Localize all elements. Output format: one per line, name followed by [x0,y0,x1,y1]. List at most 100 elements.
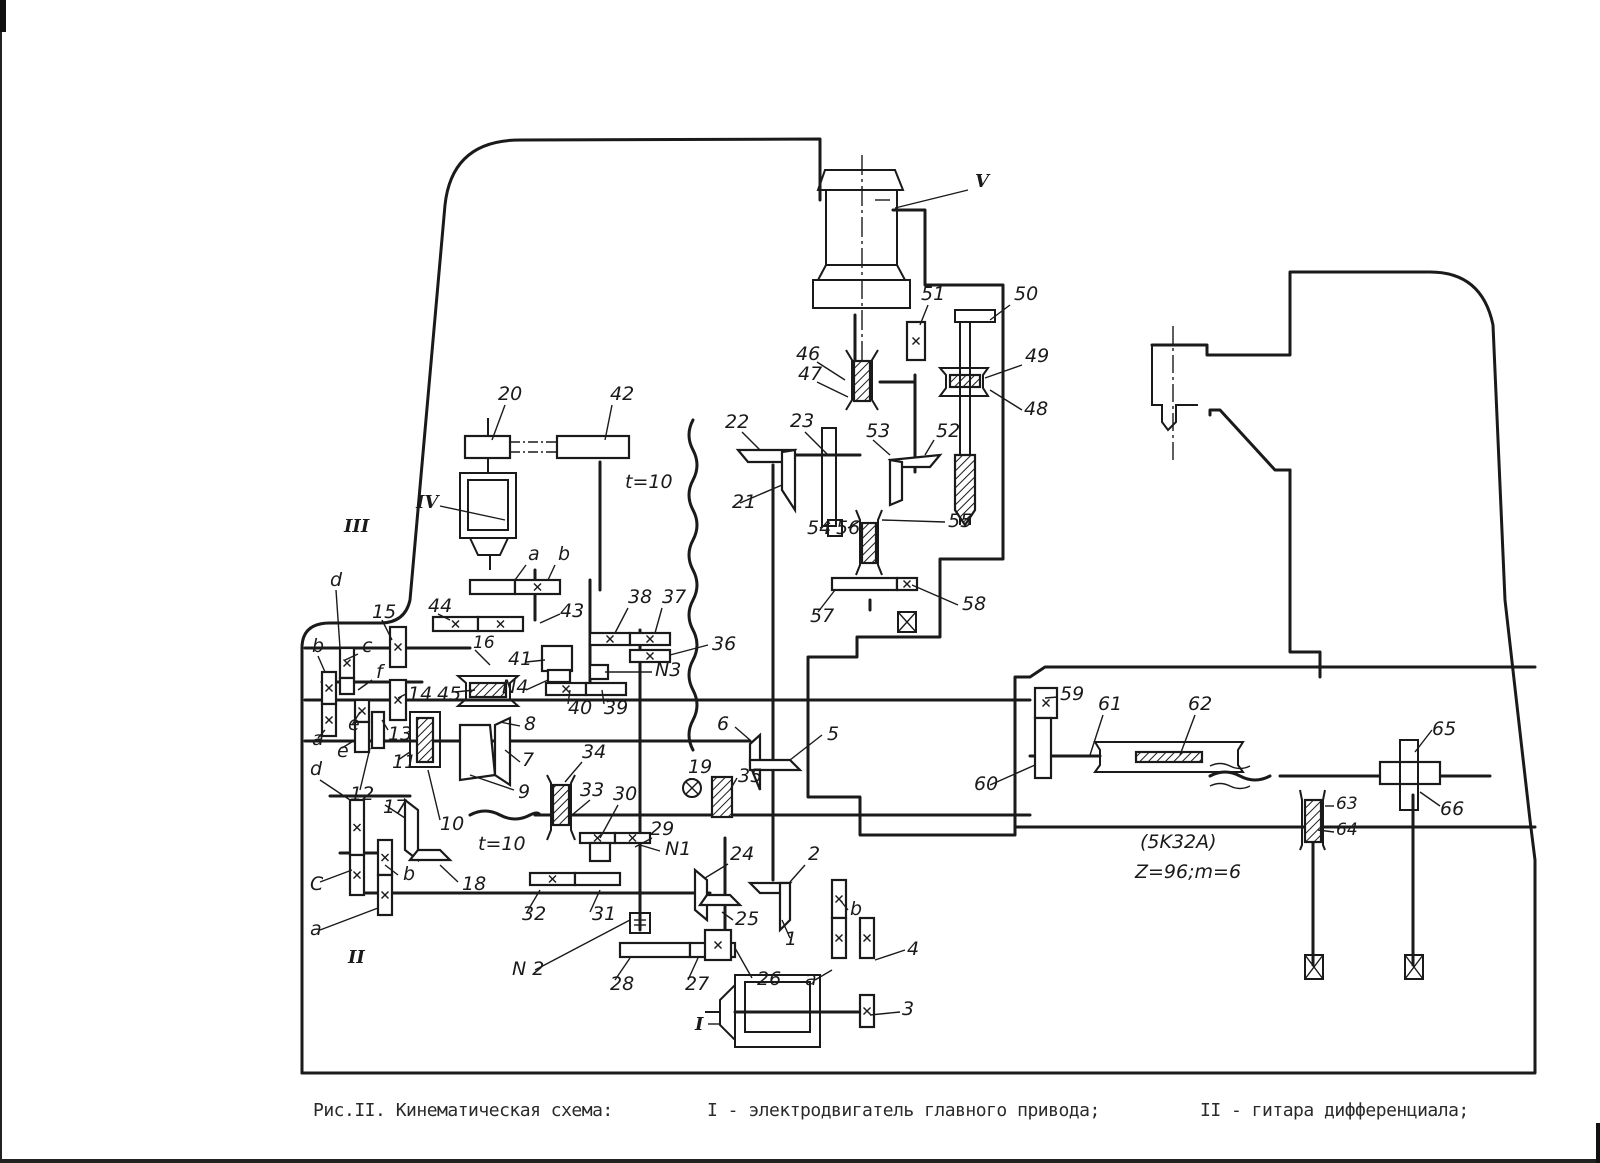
part-label: 26 [757,968,781,990]
spur-gear [468,578,517,596]
part-label: a [310,918,322,940]
part-label: 31 [592,903,616,925]
spur-gear [573,871,622,887]
leader-line [1044,696,1059,699]
leader-line [847,521,859,529]
part-label: 8 [524,713,536,735]
motor-V [812,155,911,400]
leader-line [397,693,407,699]
caption-item-II: II - гитара дифференциала; [1200,1100,1469,1121]
break-lines [468,418,1272,821]
gear-axis-mark [863,934,871,942]
gear-axis-mark [1042,699,1050,707]
gear-axis-mark [646,652,654,660]
part-label: b [403,863,415,885]
leader-line [639,844,661,852]
leader-line [491,404,506,441]
leader-line [819,522,831,529]
gear-axis-mark [606,635,614,643]
part-label: C [310,873,324,895]
part-label: 27 [685,973,709,995]
leader-line [319,907,379,931]
part-label: N1 [665,838,691,860]
part-label: 62 [1188,693,1212,715]
part-label: 61 [1098,693,1122,715]
gear-axis-mark [562,685,570,693]
leader-line [614,607,629,634]
leader-line [357,679,373,691]
spur-gear [338,676,356,696]
leader-line [789,864,806,883]
spur-gear [584,681,628,697]
leader-line [789,734,823,761]
leader-line [1089,714,1104,756]
leader-line [894,189,969,209]
part-label: II [347,947,365,968]
leader-line [734,726,751,741]
leader-line [989,304,1011,321]
leader-line [989,764,1036,786]
part-label: c [362,635,373,657]
part-label: 54 [807,517,831,539]
leader-line [317,655,326,673]
leader-line [525,659,546,663]
tool-holder-outline [1151,326,1198,463]
part-label: 6 [717,713,729,735]
part-label: 58 [962,593,986,615]
part-label: Z=96;m=6 [1134,861,1241,883]
part-label: f [376,661,386,683]
leader-line [427,769,441,821]
shafts [303,313,1492,1014]
leader-line [504,749,521,763]
leader-line [604,404,613,441]
spur-gear [588,841,612,863]
leader-line [924,439,935,456]
part-label: 11 [392,751,416,773]
gear-axis-mark [496,620,505,628]
spur-gear [540,644,574,673]
caption-item-I: I - электродвигатель главного привода; [707,1100,1100,1121]
part-label: 47 [798,363,822,385]
leader-line [567,689,571,705]
gear-axis-mark [394,643,402,651]
part-label: t=10 [478,833,526,855]
part-label: b [558,543,570,565]
leader-line [397,751,411,761]
leader-line [911,584,959,606]
part-label: 7 [522,749,534,771]
leader-line [989,389,1023,411]
part-label: 29 [650,818,674,840]
scan-edge-mark [0,0,6,32]
gear-axis-mark [394,696,402,704]
part-label: 30 [613,783,637,805]
leader-line [317,729,326,739]
part-label: b [850,898,862,920]
part-label: N3 [655,659,681,681]
leader-line [1317,829,1335,833]
gear-axis-mark [863,1007,871,1015]
part-label: 49 [1025,345,1049,367]
leader-line [384,804,406,819]
part-label: 9 [518,781,530,803]
part-label: 10 [440,813,464,835]
spur-gear [546,668,572,684]
part-label: 2 [808,843,820,865]
part-label: 28 [610,973,634,995]
part-label: 19 [688,756,712,778]
part-label: 63 [1336,794,1358,814]
leader-line [381,719,389,731]
leader-line [341,739,356,749]
leader-line [721,911,734,921]
part-label: 15 [372,601,396,623]
leader-line [839,899,849,911]
gear-axis-mark [533,583,542,591]
part-label: 40 [568,697,592,719]
part-label: 22 [725,411,749,433]
part-label: 53 [866,420,890,442]
spur-gear [618,941,692,959]
part-label: 66 [1440,798,1464,820]
leader-line [881,519,946,523]
leader-line [1179,714,1196,756]
leader-line [804,431,829,456]
gear-axis-mark [548,875,557,883]
